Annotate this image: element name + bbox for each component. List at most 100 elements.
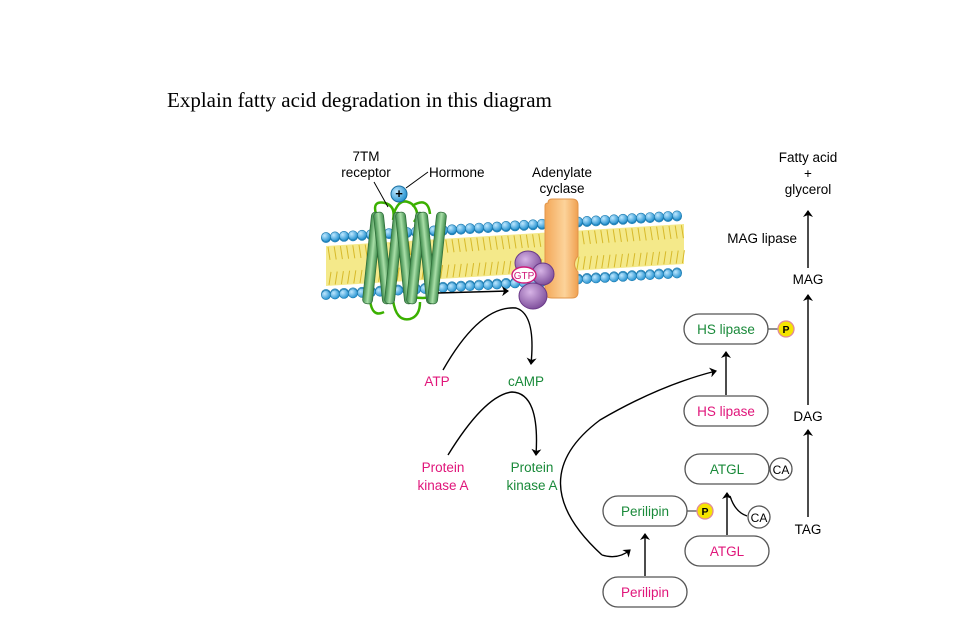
lipid-head [330,289,340,300]
lipid-tail [581,231,586,270]
pka-activation-arrow [447,391,542,456]
lipid-head [663,211,673,221]
receptor-label-line1: 7TM [353,149,380,164]
lipid-tail [587,230,592,269]
perilipin-label: Perilipin [621,585,669,600]
receptor-helix [427,211,447,305]
lipid-head [519,219,529,230]
pka-active-line1: Protein [511,460,554,475]
phosphate-label: P [782,324,789,336]
lipid-head [438,282,448,293]
lipid-tail [494,236,499,275]
lipid-head [582,274,592,284]
lipid-head [591,215,601,226]
lipid-head [528,219,538,230]
phosphate-badge-hs-lipase: P [777,320,795,338]
lipid-head [663,269,673,279]
lipid-tail [649,226,654,266]
lipid-tail [606,229,611,268]
lipid-head [348,288,358,299]
phosphate-badge-perilipin: P [696,502,714,520]
lipid-head [609,214,619,225]
mag-lipase-label: MAG lipase [727,231,797,246]
lipid-tail [600,230,605,269]
lipid-head [654,211,664,222]
lipid-tail [346,245,351,284]
products-line1: Fatty acid [779,150,838,165]
cyclase-label-line1: Adenylate [532,165,592,180]
lipid-head [501,279,511,289]
tag-label: TAG [795,522,822,537]
lipid-tail [618,228,623,268]
lipid-tail [352,245,357,284]
lipid-head [465,281,475,292]
lipid-head [483,280,493,290]
question-heading: Explain fatty acid degradation in this d… [167,88,552,112]
lipid-tail [656,226,661,265]
lipid-head [618,271,628,282]
hormone-leader-line [405,171,429,189]
lipid-head [501,221,511,231]
lipid-head [465,223,475,234]
lipid-tail [674,225,679,264]
lipid-head [645,212,655,222]
lipid-head [456,281,466,292]
gtp-label: GTP [514,271,535,282]
lipid-tail [470,238,475,277]
atgl-active-label: ATGL [710,462,745,477]
lipid-tail [476,237,481,276]
hs-lipase-active-label: HS lipase [697,322,755,337]
lipid-head [339,288,349,299]
lipid-head [654,269,664,280]
lipid-tail [625,228,630,267]
lipid-head [348,230,358,241]
lipid-head [636,212,646,223]
pka-inactive-line2: kinase A [417,478,468,493]
lipid-tail [463,238,468,277]
perilipin-phosphorylated-label: Perilipin [621,504,669,519]
lipid-tail [501,236,506,275]
atgl-inactive-box: ATGL [684,535,770,567]
lipid-tail [327,246,332,285]
lipid-tail [594,230,599,269]
lipid-tail [612,229,617,268]
lipid-tail [333,246,338,285]
lipid-head [645,270,655,280]
lipid-head [600,214,610,225]
atp-label: ATP [424,374,449,389]
hs-lipase-inactive-label: HS lipase [697,404,755,419]
lipid-tail [507,235,512,274]
hormone [390,185,408,203]
lipid-head [627,213,637,224]
products-line3: glycerol [785,182,832,197]
receptor-leader-line [373,181,389,208]
g-protein: GTP [511,250,555,310]
lipid-head [357,229,367,240]
products-line2: + [804,166,812,181]
mag-label: MAG [793,272,824,287]
hs-lipase-active-box: HS lipase [683,313,769,345]
lipid-head [582,216,592,226]
lipid-tail [488,236,493,276]
lipid-head [609,272,619,283]
lipid-head [492,221,502,232]
camp-label: cAMP [508,374,544,389]
dag-label: DAG [793,409,822,424]
atp-to-camp-arrow [442,307,537,371]
pka-active-line2: kinase A [506,478,557,493]
lipid-tail [358,244,363,284]
lipid-head [321,232,331,242]
pka-to-perilipin-arrow [601,549,631,558]
lipid-head [627,271,637,282]
lipid-tail [445,239,450,278]
perilipin-box: Perilipin [602,576,688,608]
hormone-label: Hormone [429,165,485,180]
lipid-tail [668,225,673,264]
lipid-head [483,222,493,232]
ca-badge-2: CA [747,505,771,529]
lipid-tail [643,227,648,266]
lipid-head [474,280,484,291]
lipid-head [591,273,601,284]
hs-lipase-inactive-box: HS lipase [683,395,769,427]
atgl-active-box: ATGL [684,453,770,485]
